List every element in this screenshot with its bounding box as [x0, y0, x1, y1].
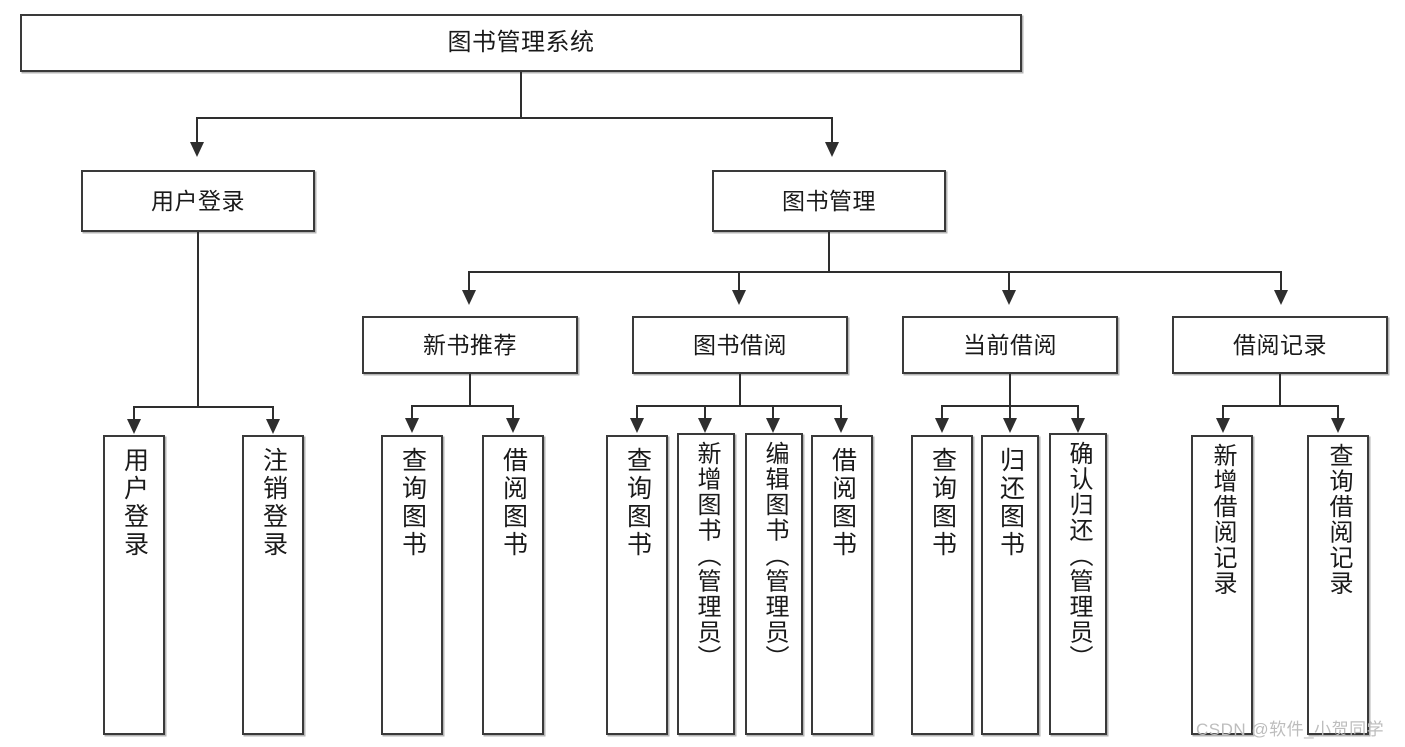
node-label: 借阅图书	[828, 447, 857, 559]
leaf-user-login[interactable]: 用户登录	[103, 435, 165, 735]
arrowhead-user-login	[190, 142, 204, 157]
connector-bm-to-current-borrow	[1008, 271, 1010, 293]
node-label: 新增借阅记录	[1209, 443, 1236, 596]
node-label: 借阅记录	[1233, 331, 1327, 358]
arrowhead-cb-leaf-3	[1071, 418, 1085, 433]
connector-nbr-bus	[411, 405, 514, 407]
arrowhead-br-leaf-2	[1331, 418, 1345, 433]
connector-user-login-bus	[133, 406, 274, 408]
node-label: 查询图书	[398, 447, 427, 559]
connector-nbr-to-leaf-2	[512, 405, 514, 421]
node-label: 用户登录	[151, 187, 245, 214]
connector-bm-to-borrow-record	[1280, 271, 1282, 293]
connector-bm-to-book-borrow	[738, 271, 740, 293]
arrowhead-nbr-leaf-2	[506, 418, 520, 433]
node-label: 图书管理系统	[447, 29, 595, 57]
node-label: 图书管理	[782, 187, 876, 214]
connector-bb-to-leaf-2	[704, 405, 706, 421]
connector-bb-to-leaf-4	[840, 405, 842, 421]
leaf-nbr-query-book[interactable]: 查询图书	[381, 435, 443, 735]
leaf-cb-confirm-return-admin[interactable]: 确认归还（管理员）	[1049, 433, 1107, 735]
arrowhead-bb-leaf-2	[698, 418, 712, 433]
connector-book-management-stem	[828, 232, 830, 272]
node-label: 新书推荐	[423, 331, 517, 358]
node-label: 查询图书	[928, 447, 957, 559]
leaf-br-query-record[interactable]: 查询借阅记录	[1307, 435, 1369, 735]
connector-bb-bus	[636, 405, 841, 407]
connector-br-to-leaf-1	[1222, 405, 1224, 421]
connector-br-stem	[1279, 374, 1281, 406]
connector-br-bus	[1222, 405, 1339, 407]
connector-cb-stem	[1009, 374, 1011, 406]
node-label: 当前借阅	[963, 331, 1057, 358]
leaf-bb-query-book[interactable]: 查询图书	[606, 435, 668, 735]
node-label: 用户登录	[120, 447, 149, 559]
connector-bb-stem	[739, 374, 741, 406]
node-label: 图书借阅	[693, 331, 787, 358]
arrowhead-bb-leaf-4	[834, 418, 848, 433]
node-book-management[interactable]: 图书管理	[712, 170, 946, 232]
connector-user-login-to-leaf-2	[272, 406, 274, 422]
node-label: 编辑图书（管理员）	[761, 441, 788, 671]
connector-root-to-user-login	[196, 117, 198, 145]
connector-cb-to-leaf-1	[941, 405, 943, 421]
node-label: 查询借阅记录	[1325, 443, 1352, 596]
arrowhead-cb-leaf-2	[1003, 418, 1017, 433]
arrowhead-bb-leaf-1	[630, 418, 644, 433]
connector-root-stem	[520, 72, 522, 118]
connector-nbr-stem	[469, 374, 471, 406]
arrowhead-book-management	[825, 142, 839, 157]
node-label: 新增图书（管理员）	[693, 441, 720, 671]
node-label: 归还图书	[996, 447, 1025, 559]
connector-cb-to-leaf-2	[1009, 405, 1011, 421]
leaf-bb-borrow-book[interactable]: 借阅图书	[811, 435, 873, 735]
leaf-cb-query-book[interactable]: 查询图书	[911, 435, 973, 735]
node-label: 确认归还（管理员）	[1065, 441, 1092, 671]
arrowhead-leaf-logout	[266, 419, 280, 434]
leaf-nbr-borrow-book[interactable]: 借阅图书	[482, 435, 544, 735]
connector-book-management-bus	[468, 271, 1282, 273]
leaf-cb-return-book[interactable]: 归还图书	[981, 435, 1039, 735]
connector-nbr-to-leaf-1	[411, 405, 413, 421]
node-user-login[interactable]: 用户登录	[81, 170, 315, 232]
arrowhead-current-borrow	[1002, 290, 1016, 305]
arrowhead-br-leaf-1	[1216, 418, 1230, 433]
arrowhead-new-book-recommend	[462, 290, 476, 305]
arrowhead-leaf-user-login	[127, 419, 141, 434]
node-new-book-recommend[interactable]: 新书推荐	[362, 316, 578, 374]
arrowhead-book-borrow	[732, 290, 746, 305]
node-book-borrow[interactable]: 图书借阅	[632, 316, 848, 374]
arrowhead-borrow-record	[1274, 290, 1288, 305]
csdn-watermark: CSDN @软件_小贺同学	[1196, 720, 1385, 739]
connector-bm-to-new-book	[468, 271, 470, 293]
arrowhead-bb-leaf-3	[766, 418, 780, 433]
connector-bb-to-leaf-1	[636, 405, 638, 421]
node-label: 借阅图书	[499, 447, 528, 559]
connector-bb-to-leaf-3	[772, 405, 774, 421]
leaf-bb-edit-book-admin[interactable]: 编辑图书（管理员）	[745, 433, 803, 735]
connector-root-bus	[196, 117, 833, 119]
connector-br-to-leaf-2	[1337, 405, 1339, 421]
node-borrow-record[interactable]: 借阅记录	[1172, 316, 1388, 374]
connector-user-login-to-leaf-1	[133, 406, 135, 422]
arrowhead-cb-leaf-1	[935, 418, 949, 433]
connector-root-to-book-management	[831, 117, 833, 145]
node-label: 注销登录	[259, 447, 288, 559]
node-root-book-management-system[interactable]: 图书管理系统	[20, 14, 1022, 72]
leaf-logout[interactable]: 注销登录	[242, 435, 304, 735]
connector-user-login-stem	[197, 232, 199, 407]
connector-cb-to-leaf-3	[1077, 405, 1079, 421]
leaf-bb-add-book-admin[interactable]: 新增图书（管理员）	[677, 433, 735, 735]
node-label: 查询图书	[623, 447, 652, 559]
node-current-borrow[interactable]: 当前借阅	[902, 316, 1118, 374]
leaf-br-add-record[interactable]: 新增借阅记录	[1191, 435, 1253, 735]
arrowhead-nbr-leaf-1	[405, 418, 419, 433]
